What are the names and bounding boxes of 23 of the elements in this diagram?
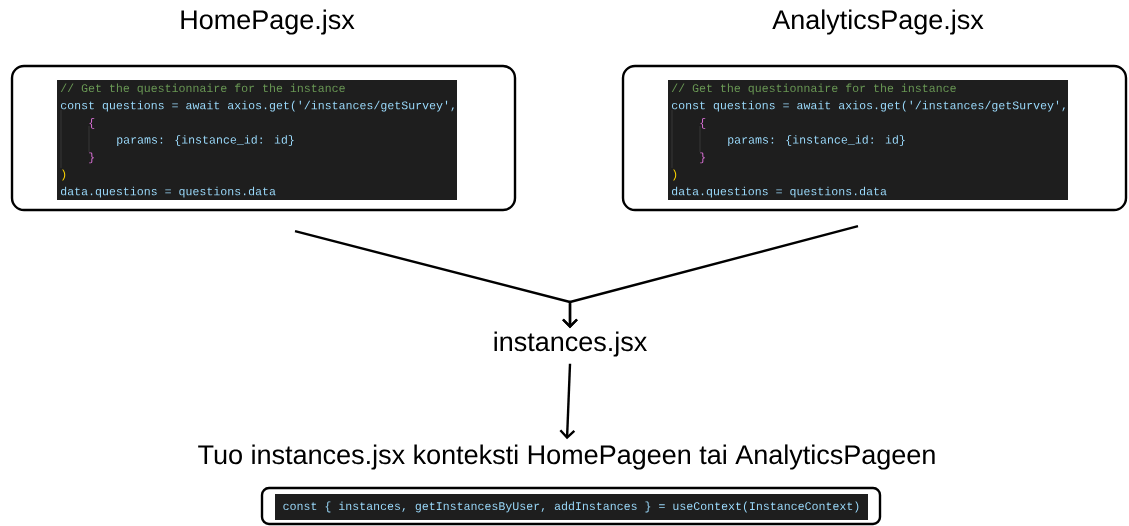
arrow	[562, 225, 859, 329]
node-label: const questions = await axios.get('/instances/getSurvey',	[60, 100, 454, 112]
file-label: instances.jsx	[494, 331, 647, 357]
code-panel: const { instances, getInstancesByUser, addInstances } = useContext(InstanceContext)	[275, 494, 868, 520]
file-title: HomePage.jsx	[181, 9, 355, 35]
node-label: }	[89, 152, 94, 164]
node-label: {	[700, 117, 706, 129]
file-title: AnalyticsPage.jsx	[772, 9, 984, 35]
node-label: params: {instance_id: id}	[117, 135, 294, 147]
node-label: }	[700, 152, 705, 164]
node-label: // Get the questionnaire for the instance	[60, 83, 345, 95]
file-label: Tuo instances.jsx konteksti HomePageen tai AnalyticsPageen	[198, 444, 935, 470]
node-label: )	[673, 169, 677, 181]
node-label: // Get the questionnaire for the instance	[671, 83, 956, 95]
node-label: const questions = await axios.get('/instances/getSurvey',	[671, 100, 1065, 112]
node-label: )	[62, 169, 66, 181]
node-label: params: {instance_id: id}	[728, 135, 905, 147]
node-label: {	[89, 117, 95, 129]
arrow	[559, 363, 576, 440]
node-label: data.questions = questions.data	[671, 186, 887, 198]
code-panel: // Get the questionnaire for the instance const questions = await axios.get('/instances/getSurvey', { params: {instance_id: id} } ) data.questions = questions.data	[57, 80, 457, 200]
code-panel: // Get the questionnaire for the instance const questions = await axios.get('/instances/getSurvey', { params: {instance_id: id} } ) data.questions = questions.data	[668, 80, 1068, 200]
node-label: data.questions = questions.data	[61, 186, 276, 198]
